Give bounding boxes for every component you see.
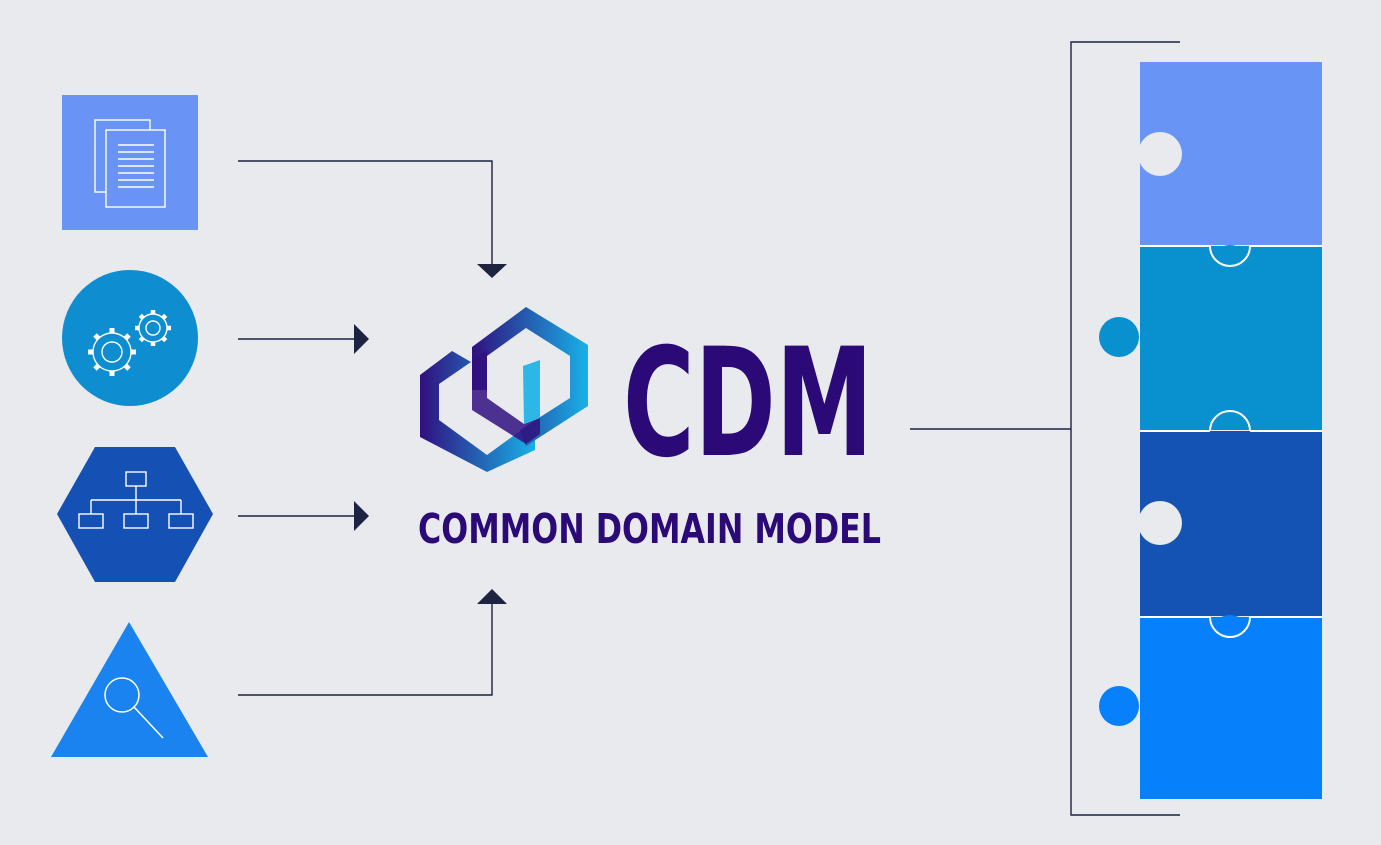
cdm-title: CDM [623,317,873,491]
gears-icon [88,310,171,376]
bracket [1070,41,1180,816]
socket-piece-3 [1138,501,1182,545]
puzzle-seams [1140,245,1322,638]
arrowhead-up [477,589,507,604]
search-node [51,622,208,757]
documents-node [62,95,198,230]
knob-piece-4-left [1099,686,1139,726]
arrowhead-right-1 [354,324,369,354]
org-chart-icon [78,471,194,529]
input-connectors [238,160,493,696]
logo-link-right [523,360,540,424]
knob-piece-4-top [1210,615,1250,655]
processes-node [62,270,198,406]
connector-arrowheads [354,264,507,604]
puzzle-stack [1099,62,1322,799]
search-tile [51,622,208,757]
processes-tile [62,270,198,406]
output-connector [910,41,1180,816]
logo-hexagon-outer [420,351,535,472]
connector-documents [238,160,493,265]
socket-piece-1 [1138,132,1182,176]
connector-search [238,603,493,696]
documents-icon [94,119,166,208]
knob-piece-2-left [1099,317,1139,357]
arrowhead-down [477,264,507,278]
logo-link-left [472,350,540,444]
cdm-logo-mark [420,307,588,472]
magnifier-icon [104,677,164,739]
hierarchy-node [57,447,213,582]
cdm-subtitle: COMMON DOMAIN MODEL [418,505,881,553]
logo-hexagon-inner [472,307,588,446]
arrowhead-right-2 [354,501,369,531]
